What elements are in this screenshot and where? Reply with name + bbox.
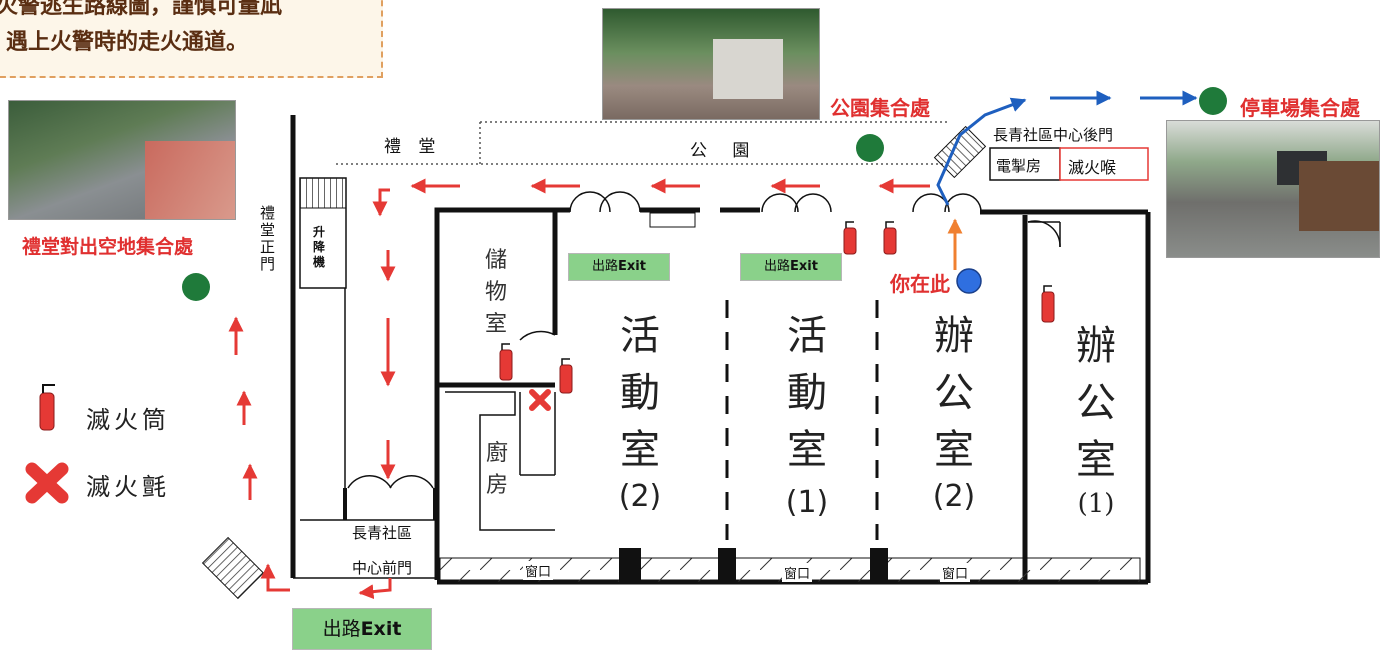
fire-hose-label: 滅火喉 xyxy=(1068,158,1117,177)
room-activity-2-name: 活動室 xyxy=(620,313,660,473)
fire-blanket-icon xyxy=(529,389,551,411)
legend-blanket-label: 滅火氈 xyxy=(86,473,170,501)
hall-open-area-photo xyxy=(8,100,236,220)
car-park-assembly-label: 停車場集合處 xyxy=(1240,96,1360,120)
room-activity-2: 活動室 (2) xyxy=(608,308,672,514)
legend-blanket-icon xyxy=(25,462,69,504)
hall-label: 禮 堂 xyxy=(384,137,442,157)
legend-extinguisher-label: 滅火筒 xyxy=(86,406,170,434)
escape-route-red xyxy=(228,178,930,600)
hall-main-door-label: 禮堂正門 xyxy=(260,204,276,273)
exit-tag-front: 出路Exit xyxy=(292,608,432,650)
room-office-1-name: 辦公室 xyxy=(1076,323,1116,483)
park-label: 公 園 xyxy=(690,141,760,161)
window-label-1: 窗口 xyxy=(523,561,554,580)
room-office-1-number: (1) xyxy=(1077,489,1115,519)
room-office-2-number: (2) xyxy=(932,479,976,514)
park-assembly-label: 公園集合處 xyxy=(830,96,930,120)
storage-label: 儲物室 xyxy=(485,248,508,337)
room-activity-1-name: 活動室 xyxy=(787,313,827,473)
you-are-here-dot xyxy=(956,268,982,294)
rear-door-label: 長青社區中心後門 xyxy=(993,126,1114,144)
room-office-2-name: 辦公室 xyxy=(934,313,974,473)
legend-extinguisher-icon xyxy=(39,392,55,431)
car-park-photo xyxy=(1166,120,1380,258)
lift-label: 升降機 xyxy=(313,225,326,269)
stairs-front xyxy=(201,536,265,600)
room-activity-1-number: (1) xyxy=(785,485,829,520)
fire-hose-box xyxy=(1059,147,1149,181)
caption-box: 火警逃生路線圖，謹慎可量凪 遇上火警時的走火通道。 xyxy=(0,0,383,78)
room-office-1: 辦公室 (1) xyxy=(1064,318,1128,519)
you-are-here-label: 你在此 xyxy=(890,272,950,296)
hall-open-area-assembly-label: 禮堂對出空地集合處 xyxy=(22,236,194,258)
front-door-frame xyxy=(343,488,437,520)
exit-cn: 出路 xyxy=(592,259,619,274)
exit-cn: 出路 xyxy=(764,259,791,274)
room-office-2: 辦公室 (2) xyxy=(922,308,986,514)
window-label-2: 窗口 xyxy=(782,563,813,582)
exit-cn: 出路 xyxy=(322,618,361,640)
front-door-label-1: 長青社區 xyxy=(352,524,413,542)
fire-extinguisher-icons xyxy=(499,227,1055,394)
exit-tag-activity-1: 出路Exit xyxy=(740,253,842,281)
window-label-3: 窗口 xyxy=(940,563,971,582)
room-activity-2-number: (2) xyxy=(618,479,662,514)
kitchen-walls xyxy=(445,391,556,531)
room-dividers xyxy=(725,300,879,540)
switch-room-label: 電掣房 xyxy=(996,157,1042,175)
park-photo xyxy=(602,8,820,120)
exit-en: Exit xyxy=(360,618,402,640)
front-door-label-2: 中心前門 xyxy=(352,559,413,577)
exit-en: Exit xyxy=(618,259,646,274)
assembly-point-hall xyxy=(182,273,210,301)
assembly-point-park xyxy=(856,134,884,162)
hall-park-boundary xyxy=(336,121,950,165)
caption-line-2: 遇上火警時的走火通道。 xyxy=(6,30,249,55)
assembly-point-car-park xyxy=(1199,87,1227,115)
caption-line-1: 火警逃生路線圖，謹慎可量凪 xyxy=(0,0,283,19)
room-activity-1: 活動室 (1) xyxy=(775,308,839,520)
kitchen-label: 廚房 xyxy=(486,441,509,498)
exit-tag-activity-2: 出路Exit xyxy=(568,253,670,281)
exit-en: Exit xyxy=(790,259,818,274)
escape-route-blue xyxy=(936,90,1198,206)
